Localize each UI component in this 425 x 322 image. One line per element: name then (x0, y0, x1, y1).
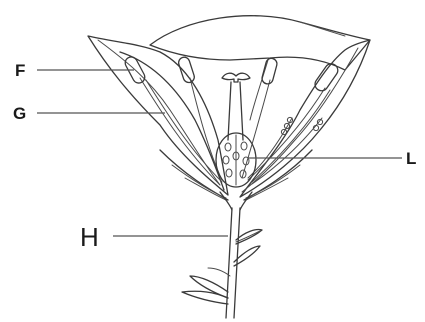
stalk-left (226, 208, 232, 318)
leader-lines (37, 70, 402, 236)
pistil (216, 73, 256, 187)
petals (88, 16, 370, 197)
ovule (225, 143, 231, 151)
anther-2 (177, 56, 195, 84)
label-g: G (13, 104, 26, 123)
label-l: L (406, 149, 416, 168)
receptacle-base (220, 192, 252, 210)
labels: F G L H (13, 61, 416, 252)
sepal-left-2 (185, 178, 226, 200)
petal-right-edge (300, 22, 345, 36)
style-left (228, 82, 231, 140)
anther-4 (312, 61, 340, 93)
label-h: H (80, 222, 99, 252)
bract-5 (208, 268, 230, 276)
bract-4 (182, 291, 228, 304)
label-f: F (15, 61, 25, 80)
style-right (240, 82, 243, 140)
stigma (222, 73, 250, 82)
ovule (241, 142, 247, 150)
petal-back (150, 16, 370, 70)
ovule (223, 156, 229, 164)
ovule (226, 169, 232, 177)
bract-3 (190, 276, 228, 298)
pedicel (182, 208, 262, 318)
petal-center-crease (250, 60, 268, 120)
